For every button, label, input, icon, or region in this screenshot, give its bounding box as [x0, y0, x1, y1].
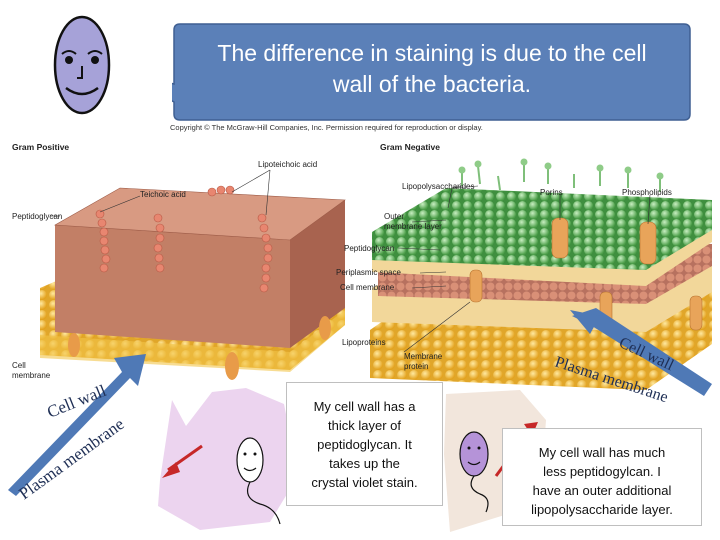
gram-positive-title: Gram Positive — [12, 142, 70, 152]
label-periplasmic-space: Periplasmic space — [336, 268, 401, 277]
label-cell-membrane-gram-positive-2: membrane — [12, 371, 51, 380]
label-peptidoglycan-gram-negative: Peptidoglycan — [344, 244, 395, 253]
label-peptidoglycan-gram-positive: Peptidoglycan — [12, 212, 63, 221]
gram-negative-title: Gram Negative — [380, 142, 440, 152]
left-arrow-label-cell-wall: Cell wall — [44, 381, 109, 422]
speech-bubble-line-2: wall of the bacteria. — [332, 71, 532, 97]
right-arrow-label-cell-wall: Cell wall — [616, 334, 676, 374]
copyright-notice: Copyright © The McGraw-Hill Companies, I… — [170, 123, 483, 132]
lipopolysaccharide-chains — [461, 164, 661, 192]
speech-bubble — [172, 23, 691, 121]
gram-negative-text-box: My cell wall has much less peptidogylcan… — [502, 428, 702, 526]
speech-bubble-text: The difference in staining is due to the… — [182, 38, 682, 108]
label-leader-lines — [50, 169, 651, 353]
gram-positive-text-line: takes up the — [329, 456, 400, 471]
label-porins: Porins — [540, 188, 563, 197]
gram-negative-text-line: less peptidogylcan. I — [543, 464, 661, 479]
label-cell-membrane-gram-negative: Cell membrane — [340, 283, 395, 292]
label-membrane-protein-2: protein — [404, 362, 429, 371]
gram-negative-layers — [370, 188, 712, 390]
cell-wall-illustration — [40, 158, 712, 390]
label-phospholipids: Phospholipids — [622, 188, 672, 197]
gram-positive-text-box: My cell wall has a thick layer of peptid… — [286, 382, 443, 506]
label-cell-membrane-gram-positive-1: Cell — [12, 361, 26, 370]
gram-positive-bacterium-image — [158, 388, 298, 530]
gram-positive-membrane-proteins — [68, 316, 331, 380]
smiley-face-icon — [53, 15, 111, 115]
speech-bubble-line-1: The difference in staining is due to the… — [217, 40, 647, 66]
label-lipoteichoic-acid: Lipoteichoic acid — [258, 160, 318, 169]
label-lipoproteins: Lipoproteins — [342, 338, 386, 347]
gram-negative-text-line: have an outer additional — [532, 483, 672, 498]
teichoic-acid-chains — [95, 185, 273, 293]
label-outer-membrane-1: Outer — [384, 212, 405, 221]
right-cell-wall-arrow: Cell wall Plasma membrane — [553, 308, 712, 406]
gram-positive-text-line: peptidoglycan. It — [317, 437, 412, 452]
label-membrane-protein-1: Membrane — [404, 352, 443, 361]
gram-positive-text-line: My cell wall has a — [313, 399, 416, 414]
gram-positive-text-line: crystal violet stain. — [311, 475, 418, 490]
label-outer-membrane-2: membrane layer — [384, 222, 442, 231]
label-lipopolysaccharides: Lipopolysaccharides — [402, 182, 475, 191]
gram-negative-text-line: lipopolysaccharide layer. — [531, 502, 673, 517]
gram-positive-text-line: thick layer of — [328, 418, 401, 433]
label-teichoic-acid: Teichoic acid — [140, 190, 186, 199]
lipopolysaccharide-beads — [458, 158, 664, 180]
left-cell-wall-arrow: Cell wall Plasma membrane — [8, 354, 146, 503]
gram-negative-text-line: My cell wall has much — [538, 445, 666, 460]
cell-wall-diagram: Copyright © The McGraw-Hill Companies, I… — [0, 120, 720, 420]
